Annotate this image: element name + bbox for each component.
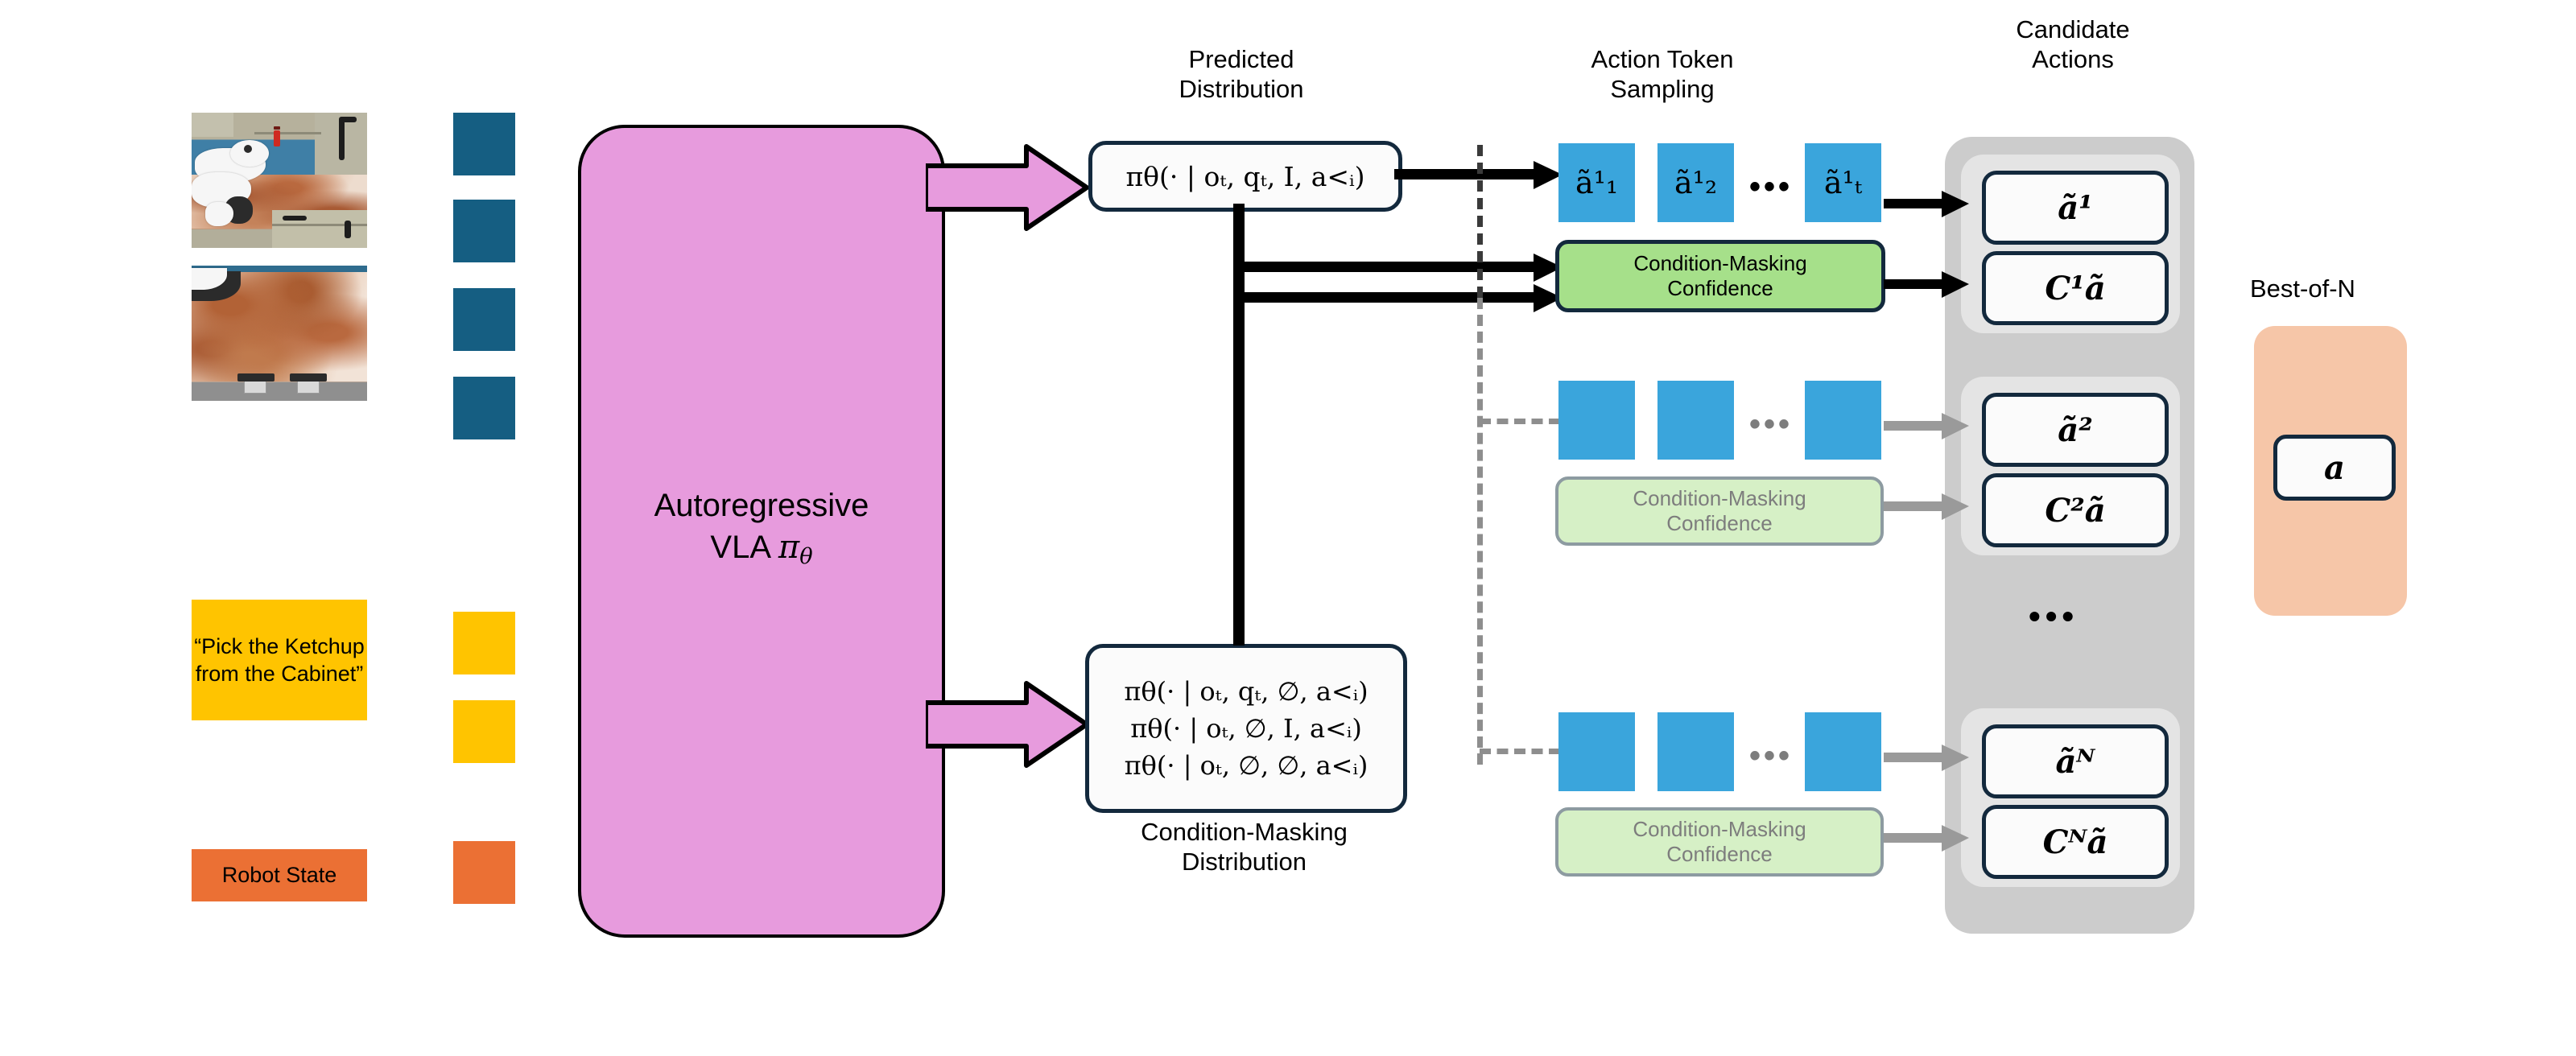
vision-token-swatch-2 bbox=[453, 200, 515, 262]
cm-formula-3: πθ(· | oₜ, ∅, ∅, a<ᵢ) bbox=[1124, 750, 1368, 781]
cm-formula-1: πθ(· | oₜ, qₜ, ∅, a<ᵢ) bbox=[1124, 676, 1368, 707]
language-instruction-text: “Pick the Ketchup from the Cabinet” bbox=[194, 634, 365, 686]
action-token-1-1: ã¹₁ bbox=[1558, 143, 1635, 222]
arrow-token2-to-candidate2-head bbox=[1942, 411, 1972, 446]
language-instruction-box: “Pick the Ketchup from the Cabinet” bbox=[192, 600, 367, 720]
best-of-n-selected-action: a bbox=[2273, 435, 2396, 501]
action-token-1-2: ã¹₂ bbox=[1657, 143, 1734, 222]
repeat-branch-row2 bbox=[1480, 419, 1560, 424]
connector-pred-to-confidence-line bbox=[1233, 262, 1547, 272]
action-token-row2-ellipsis: ••• bbox=[1749, 406, 1794, 442]
autoregressive-vla-block: Autoregressive VLA πθ bbox=[578, 125, 945, 938]
candidate-confidence-2: C²ã bbox=[1982, 473, 2169, 547]
condition-masking-confidence-1: Condition-Masking Confidence bbox=[1555, 240, 1885, 312]
action-token-row1-ellipsis: ••• bbox=[1749, 169, 1794, 204]
language-token-swatch-2 bbox=[453, 700, 515, 763]
condition-masking-confidence-N: Condition-Masking Confidence bbox=[1555, 807, 1884, 877]
robot-state-box: Robot State bbox=[192, 849, 367, 901]
connector-cm-to-confidence-arrowhead bbox=[1534, 283, 1566, 319]
arrow-token2-to-candidate2-line bbox=[1884, 421, 1956, 431]
arrow-confN-to-candidateN-head bbox=[1942, 823, 1972, 858]
state-token-swatch bbox=[453, 841, 515, 904]
arrow-confN-to-candidateN-line bbox=[1884, 833, 1956, 843]
vision-token-swatch-1 bbox=[453, 113, 515, 175]
predicted-distribution-formula: πθ(· | oₜ, qₜ, I, a<ᵢ) bbox=[1125, 160, 1365, 192]
action-token-2-2 bbox=[1657, 381, 1734, 460]
repeat-branch-row3 bbox=[1480, 749, 1560, 754]
arrow-tokenN-to-candidateN-line bbox=[1884, 753, 1956, 762]
action-token-N-2 bbox=[1657, 712, 1734, 791]
robot-state-text: Robot State bbox=[221, 863, 337, 887]
best-of-n-caption: Best-of-N bbox=[2250, 274, 2355, 303]
arrow-conf1-to-candidate1-head bbox=[1942, 270, 1972, 304]
vla-output-arrow-bottom bbox=[926, 680, 1091, 769]
observation-image-2 bbox=[192, 266, 367, 401]
arrow-conf2-to-candidate2-head bbox=[1942, 492, 1972, 526]
condition-masking-distribution-box: πθ(· | oₜ, qₜ, ∅, a<ᵢ) πθ(· | oₜ, ∅, I, … bbox=[1085, 644, 1407, 813]
arrow-conf1-to-candidate1-line bbox=[1884, 279, 1956, 289]
candidate-action-1: ã¹ bbox=[1982, 171, 2169, 245]
repeat-dashed-line-top bbox=[1477, 145, 1483, 298]
predicted-distribution-box: πθ(· | oₜ, qₜ, I, a<ᵢ) bbox=[1088, 141, 1402, 212]
connector-cm-vertical bbox=[1233, 459, 1245, 646]
cm-formula-2: πθ(· | oₜ, ∅, I, a<ᵢ) bbox=[1130, 713, 1362, 744]
language-token-swatch-1 bbox=[453, 612, 515, 674]
action-token-2-1 bbox=[1558, 381, 1635, 460]
action-token-N-1 bbox=[1558, 712, 1635, 791]
candidate-confidence-1: C¹ã bbox=[1982, 251, 2169, 325]
vla-title-line2: VLA πθ bbox=[710, 529, 813, 569]
action-token-1-T: ã¹ₜ bbox=[1805, 143, 1881, 222]
candidate-action-2: ã² bbox=[1982, 393, 2169, 467]
connector-pred-to-token-arrowhead bbox=[1534, 159, 1566, 196]
vla-title-line1: Autoregressive bbox=[654, 488, 869, 524]
connector-pred-to-token-line bbox=[1394, 169, 1547, 179]
repeat-dashed-line-bottom bbox=[1477, 298, 1483, 765]
vla-output-arrow-top bbox=[926, 143, 1091, 232]
arrow-tokenN-to-candidateN-head bbox=[1942, 743, 1972, 778]
action-token-row3-ellipsis: ••• bbox=[1749, 738, 1794, 773]
action-token-2-T bbox=[1805, 381, 1881, 460]
vision-token-swatch-3 bbox=[453, 288, 515, 351]
vision-token-swatch-4 bbox=[453, 377, 515, 439]
condition-masking-distribution-caption: Condition-Masking Distribution bbox=[1141, 818, 1348, 876]
connector-pred-to-confidence-arrowhead bbox=[1534, 252, 1566, 288]
candidate-groups-ellipsis: ••• bbox=[2029, 597, 2079, 635]
candidate-actions-caption: Candidate Actions bbox=[2016, 15, 2130, 73]
connector-cm-to-confidence-line bbox=[1233, 292, 1547, 303]
condition-masking-confidence-2: Condition-Masking Confidence bbox=[1555, 476, 1884, 546]
observation-image-1 bbox=[192, 113, 367, 248]
candidate-confidence-N: Cᴺã bbox=[1982, 805, 2169, 879]
action-token-N-T bbox=[1805, 712, 1881, 791]
arrow-token1-to-candidate1-line bbox=[1884, 199, 1956, 208]
arrow-token1-to-candidate1-head bbox=[1942, 189, 1972, 224]
action-token-sampling-caption: Action Token Sampling bbox=[1591, 45, 1734, 103]
predicted-distribution-caption: Predicted Distribution bbox=[1179, 45, 1304, 103]
connector-pred-vertical bbox=[1233, 233, 1245, 467]
arrow-conf2-to-candidate2-line bbox=[1884, 501, 1956, 511]
candidate-action-N: ãᴺ bbox=[1982, 724, 2169, 798]
